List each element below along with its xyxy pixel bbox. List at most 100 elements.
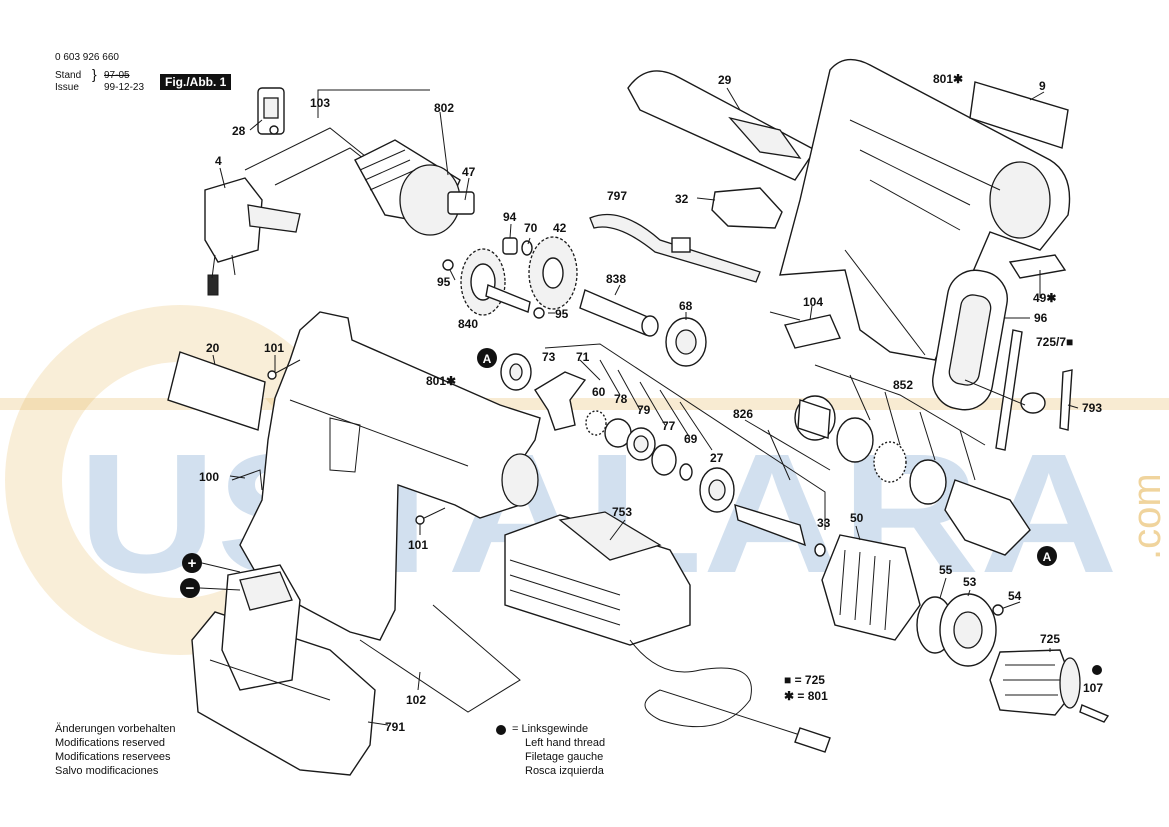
label-29: 29 bbox=[718, 73, 732, 87]
label-4: 4 bbox=[215, 154, 222, 168]
plus-sign: + bbox=[188, 555, 197, 572]
issue-label: Issue bbox=[55, 82, 79, 93]
leader-lines bbox=[212, 87, 1079, 726]
label-101-top: 101 bbox=[264, 341, 284, 355]
clip-793 bbox=[1059, 369, 1073, 431]
label-49: 49✱ bbox=[1033, 291, 1056, 305]
hand-strap bbox=[589, 213, 761, 283]
label-70: 70 bbox=[524, 221, 538, 235]
label-27: 27 bbox=[710, 451, 724, 465]
battery-latch-96 bbox=[932, 269, 1008, 411]
cover-plate-9 bbox=[969, 81, 1069, 149]
housing-half-left bbox=[239, 311, 541, 641]
screw-54 bbox=[992, 601, 1021, 616]
drill-chuck-725 bbox=[989, 649, 1081, 716]
label-68: 68 bbox=[679, 299, 693, 313]
svg-text:A: A bbox=[1043, 550, 1052, 564]
clip-32 bbox=[711, 187, 783, 229]
contact-plate-104 bbox=[769, 311, 841, 349]
label-791: 791 bbox=[385, 720, 405, 734]
label-94: 94 bbox=[503, 210, 517, 224]
left-hand-thread-note: = Linksgewinde Left hand thread Filetage… bbox=[512, 722, 605, 778]
left-hand-thread-bullet-icon bbox=[496, 725, 506, 735]
label-753: 753 bbox=[612, 505, 632, 519]
label-793: 793 bbox=[1082, 401, 1102, 415]
issue-value: 99-12-23 bbox=[104, 82, 145, 93]
cover-29 bbox=[627, 70, 817, 181]
bearing-68 bbox=[665, 317, 707, 367]
label-100: 100 bbox=[199, 470, 219, 484]
screws-101 bbox=[267, 359, 446, 525]
label-102: 102 bbox=[406, 693, 426, 707]
note-line-de: Änderungen vorbehalten bbox=[55, 723, 176, 735]
legend-star: ✱ = 801 bbox=[784, 689, 828, 703]
stand-label: Stand bbox=[55, 70, 82, 81]
marker-a-left: A bbox=[477, 348, 497, 368]
label-32: 32 bbox=[675, 192, 689, 206]
part-number: 0 603 926 660 bbox=[55, 52, 119, 63]
housing-half-right bbox=[779, 58, 1071, 361]
brace-icon: } bbox=[92, 66, 97, 82]
switch bbox=[204, 177, 301, 296]
marker-a-right: A bbox=[1037, 546, 1057, 566]
label-69: 69 bbox=[684, 432, 698, 446]
brush-holder bbox=[257, 87, 285, 135]
minus-sign: − bbox=[186, 580, 195, 597]
note-line-es: Salvo modificaciones bbox=[55, 765, 159, 777]
stand-value: 97-05 bbox=[104, 70, 130, 81]
label-103: 103 bbox=[310, 96, 330, 110]
polarity-markers: + − bbox=[180, 553, 241, 598]
label-54: 54 bbox=[1008, 589, 1022, 603]
label-96: 96 bbox=[1034, 311, 1048, 325]
label-20: 20 bbox=[206, 341, 220, 355]
label-9: 9 bbox=[1039, 79, 1046, 93]
watermark-suffix: .com bbox=[1125, 473, 1169, 560]
clip-100 bbox=[231, 469, 263, 491]
label-50: 50 bbox=[850, 511, 864, 525]
label-95-left: 95 bbox=[437, 275, 451, 289]
latch-49 bbox=[1008, 254, 1067, 279]
label-801-top: 801✱ bbox=[933, 72, 963, 86]
gear-42 bbox=[528, 236, 578, 310]
label-53: 53 bbox=[963, 575, 977, 589]
label-77: 77 bbox=[662, 419, 676, 433]
label-42: 42 bbox=[553, 221, 567, 235]
part-labels: 28 103 802 47 4 94 70 42 95 95 840 838 7… bbox=[199, 72, 1103, 734]
label-725-7: 725/7■ bbox=[1036, 335, 1073, 349]
label-28: 28 bbox=[232, 124, 246, 138]
modifications-note: Änderungen vorbehalten Modifications res… bbox=[55, 722, 175, 778]
battery-pack-791 bbox=[191, 564, 376, 776]
label-95-right: 95 bbox=[555, 307, 569, 321]
label-725: 725 bbox=[1040, 632, 1060, 646]
charger-753 bbox=[504, 511, 831, 753]
label-826: 826 bbox=[733, 407, 753, 421]
label-78: 78 bbox=[614, 392, 628, 406]
retaining-ring-55-53 bbox=[916, 593, 997, 667]
svg-text:A: A bbox=[483, 352, 492, 366]
label-73: 73 bbox=[542, 350, 556, 364]
chuck-key-725-7 bbox=[964, 329, 1046, 451]
motor bbox=[354, 139, 475, 236]
note-line-en: Modifications reserved bbox=[55, 737, 166, 749]
legend-square: ■ = 725 bbox=[784, 673, 825, 687]
callout-brackets bbox=[544, 343, 986, 530]
label-840: 840 bbox=[458, 317, 478, 331]
label-838: 838 bbox=[606, 272, 626, 286]
note-line-fr: Modifications reservees bbox=[55, 751, 171, 763]
spindle-838 bbox=[579, 289, 659, 337]
label-801-left: 801✱ bbox=[426, 374, 456, 388]
lht-line-de: = Linksgewinde bbox=[512, 723, 589, 735]
label-101-bottom: 101 bbox=[408, 538, 428, 552]
label-79: 79 bbox=[637, 403, 651, 417]
label-107: 107 bbox=[1083, 681, 1103, 695]
small-gears bbox=[442, 237, 545, 319]
side-panel-20 bbox=[167, 351, 266, 431]
label-71: 71 bbox=[576, 350, 590, 364]
collar-set-852 bbox=[794, 395, 1031, 556]
label-852: 852 bbox=[893, 378, 913, 392]
lht-line-fr: Filetage gauche bbox=[525, 751, 604, 763]
planet-gear-840 bbox=[460, 248, 531, 316]
lht-line-es: Rosca izquierda bbox=[525, 765, 604, 777]
label-802: 802 bbox=[434, 101, 454, 115]
